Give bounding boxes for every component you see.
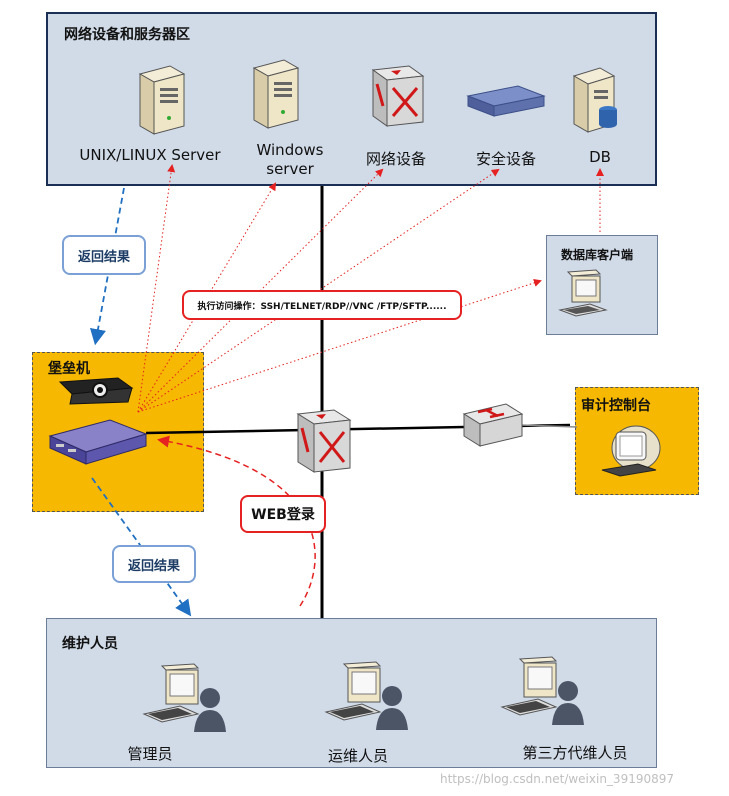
third-party-workstation-icon	[500, 656, 584, 725]
network-device-label: 网络设备	[365, 150, 426, 168]
access-operation-callout: 执行访问操作：SSH/TELNET/RDP//VNC /FTP/SFTP....…	[182, 290, 462, 320]
bastion-title: 堡垒机	[48, 361, 90, 377]
windows-server-label-line1: Windows	[256, 141, 324, 159]
security-appliance-icon	[466, 85, 546, 117]
router-icon	[371, 65, 425, 127]
third-party-label: 第三方代维人员	[522, 744, 628, 762]
audit-monitor-icon	[601, 425, 661, 477]
unix-server-icon	[138, 65, 186, 135]
core-router-icon	[296, 409, 352, 473]
admin-label: 管理员	[127, 745, 173, 763]
windows-server-label-line2: server	[266, 160, 314, 178]
db-client-zone	[546, 235, 658, 335]
database-server-icon	[572, 67, 617, 133]
audit-console-title: 审计控制台	[581, 398, 651, 414]
bastion-appliance-icon	[48, 419, 148, 465]
ops-workstation-icon	[324, 661, 408, 730]
web-login-callout: WEB登录	[240, 495, 326, 533]
return-result-bottom: 返回结果	[112, 545, 196, 583]
workstation-icon	[558, 269, 608, 317]
ops-zone-title: 维护人员	[62, 636, 118, 652]
db-client-title: 数据库客户端	[561, 248, 634, 262]
db-label: DB	[589, 148, 611, 166]
security-device-label: 安全设备	[475, 150, 536, 168]
server-zone-title: 网络设备和服务器区	[64, 27, 190, 43]
admin-workstation-icon	[142, 663, 226, 732]
ops-label: 运维人员	[327, 747, 388, 765]
windows-server-icon	[252, 59, 300, 129]
switch-icon	[462, 403, 524, 447]
camera-icon	[58, 377, 134, 405]
return-result-top: 返回结果	[62, 235, 146, 275]
unix-server-label: UNIX/LINUX Server	[79, 146, 221, 164]
watermark: https://blog.csdn.net/weixin_39190897	[440, 772, 675, 786]
